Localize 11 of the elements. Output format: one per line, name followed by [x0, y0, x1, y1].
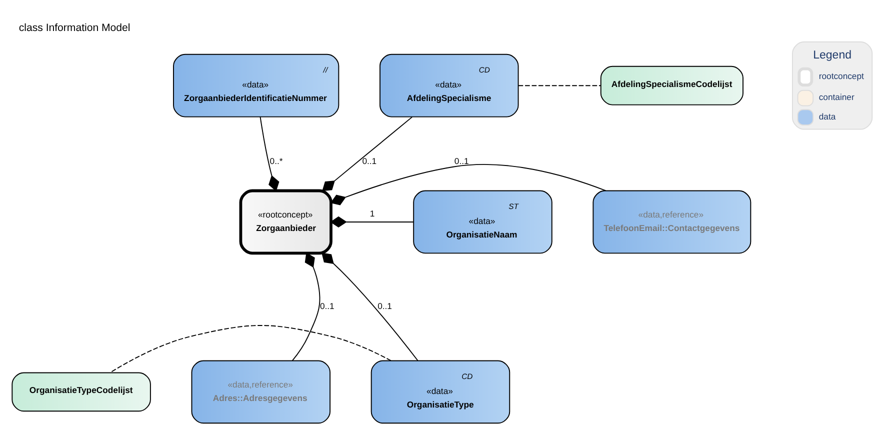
- edge-label: 0..1: [362, 156, 377, 166]
- edge-label: 0..*: [270, 156, 283, 166]
- legend-label: container: [818, 92, 854, 102]
- edge-label: 0..1: [378, 301, 392, 312]
- edge-label: 1: [370, 208, 375, 218]
- legend-label: data: [818, 111, 836, 122]
- edge-label: 0..1: [454, 156, 469, 166]
- edge-label: 0..1: [320, 301, 334, 312]
- label: Legend: [813, 49, 852, 62]
- legend-label: rootconcept: [818, 71, 864, 82]
- diagram-title: class Information Model: [18, 22, 130, 34]
